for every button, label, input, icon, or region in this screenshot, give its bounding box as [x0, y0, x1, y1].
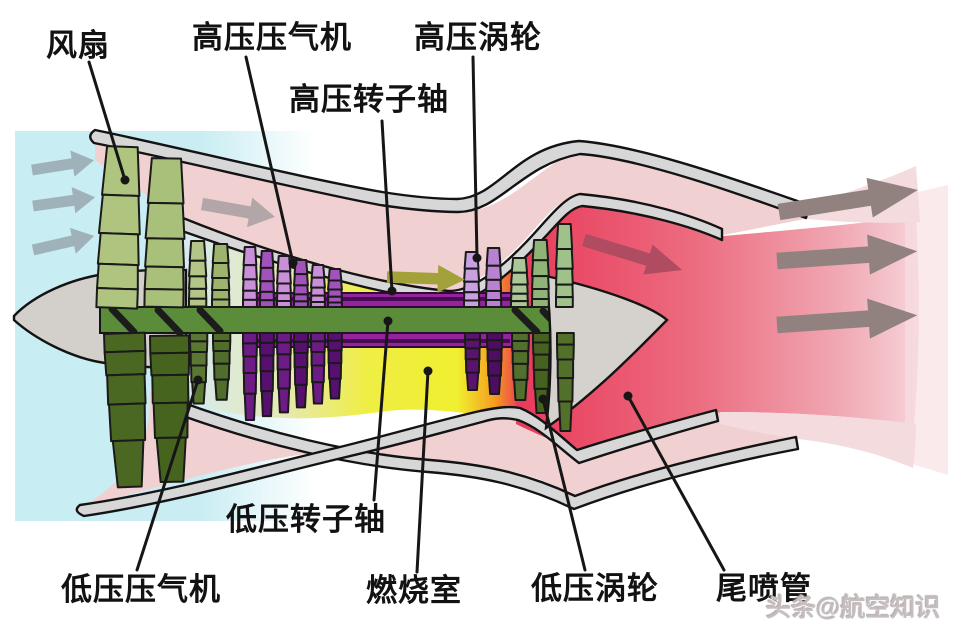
- leader-line-hp-compressor: [244, 55, 298, 268]
- core-casing-top: [177, 192, 724, 304]
- nacelle-casing-bottom: [75, 405, 720, 518]
- label-hp-compressor: 高压压气机: [192, 20, 352, 55]
- leader-line-lp-shaft: [372, 316, 393, 502]
- bypass-exhaust-bottom: [720, 412, 916, 468]
- label-combustor: 燃烧室: [366, 573, 462, 608]
- label-lp-shaft: 低压转子轴: [226, 502, 386, 537]
- label-lp-turbine: 低压涡轮: [531, 571, 659, 606]
- label-fan: 风扇: [46, 28, 110, 63]
- core-casing-bottom: [179, 401, 800, 511]
- label-hp-shaft: 高压转子轴: [289, 82, 449, 117]
- leader-line-lp-turbine: [538, 394, 587, 572]
- label-nozzle: 尾喷管: [716, 571, 812, 606]
- label-lp-compressor: 低压压气机: [61, 572, 221, 607]
- leader-line-hp-turbine: [471, 55, 482, 263]
- bypass-duct-bottom: [84, 392, 800, 506]
- leader-line-fan: [87, 60, 130, 185]
- nacelle-casing-top: [89, 128, 811, 220]
- label-hp-turbine: 高压涡轮: [414, 20, 542, 55]
- nacelle-and-core-casing: [75, 128, 811, 518]
- leader-line-nozzle: [623, 391, 726, 572]
- leader-line-combustor: [415, 366, 433, 574]
- watermark: 头条@航空知识: [766, 594, 941, 622]
- leader-line-hp-shaft: [380, 119, 397, 296]
- leader-line-lp-compressor: [135, 375, 203, 572]
- exhaust-fade-region: [905, 185, 948, 475]
